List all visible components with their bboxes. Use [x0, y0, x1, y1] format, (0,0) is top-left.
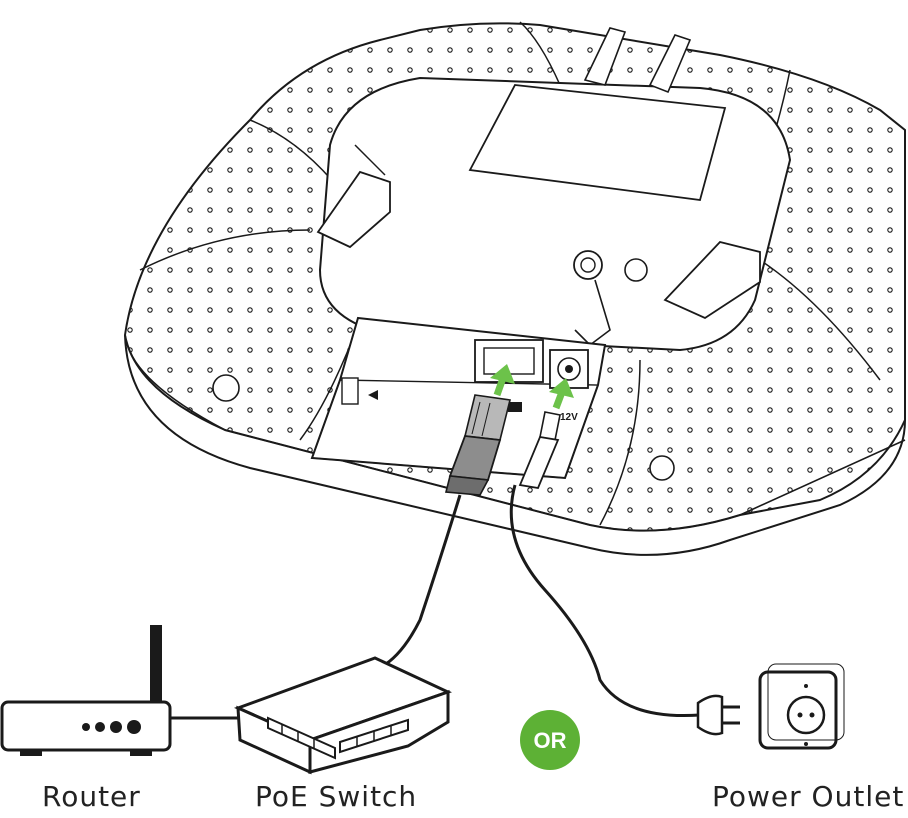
power-outlet-label: Power Outlet	[712, 780, 905, 813]
ethernet-insert-arrow-icon	[490, 364, 515, 397]
power-plug-icon	[696, 694, 740, 736]
router-icon	[0, 625, 172, 756]
poe-switch-label: PoE Switch	[255, 780, 418, 813]
poe-switch-icon	[233, 656, 452, 775]
ethernet-plug-icon	[444, 394, 511, 496]
or-label: OR	[534, 728, 567, 753]
power-outlet-icon	[758, 663, 845, 750]
ethernet-cable	[374, 494, 462, 672]
access-point-icon: 12V	[123, 21, 906, 556]
dc-plug-icon	[518, 411, 561, 490]
router-label: Router	[42, 780, 141, 813]
dc-insert-arrow-icon	[549, 378, 574, 410]
or-badge: OR	[520, 710, 580, 770]
port-12v-label: 12V	[560, 412, 578, 423]
power-cable	[509, 484, 701, 718]
